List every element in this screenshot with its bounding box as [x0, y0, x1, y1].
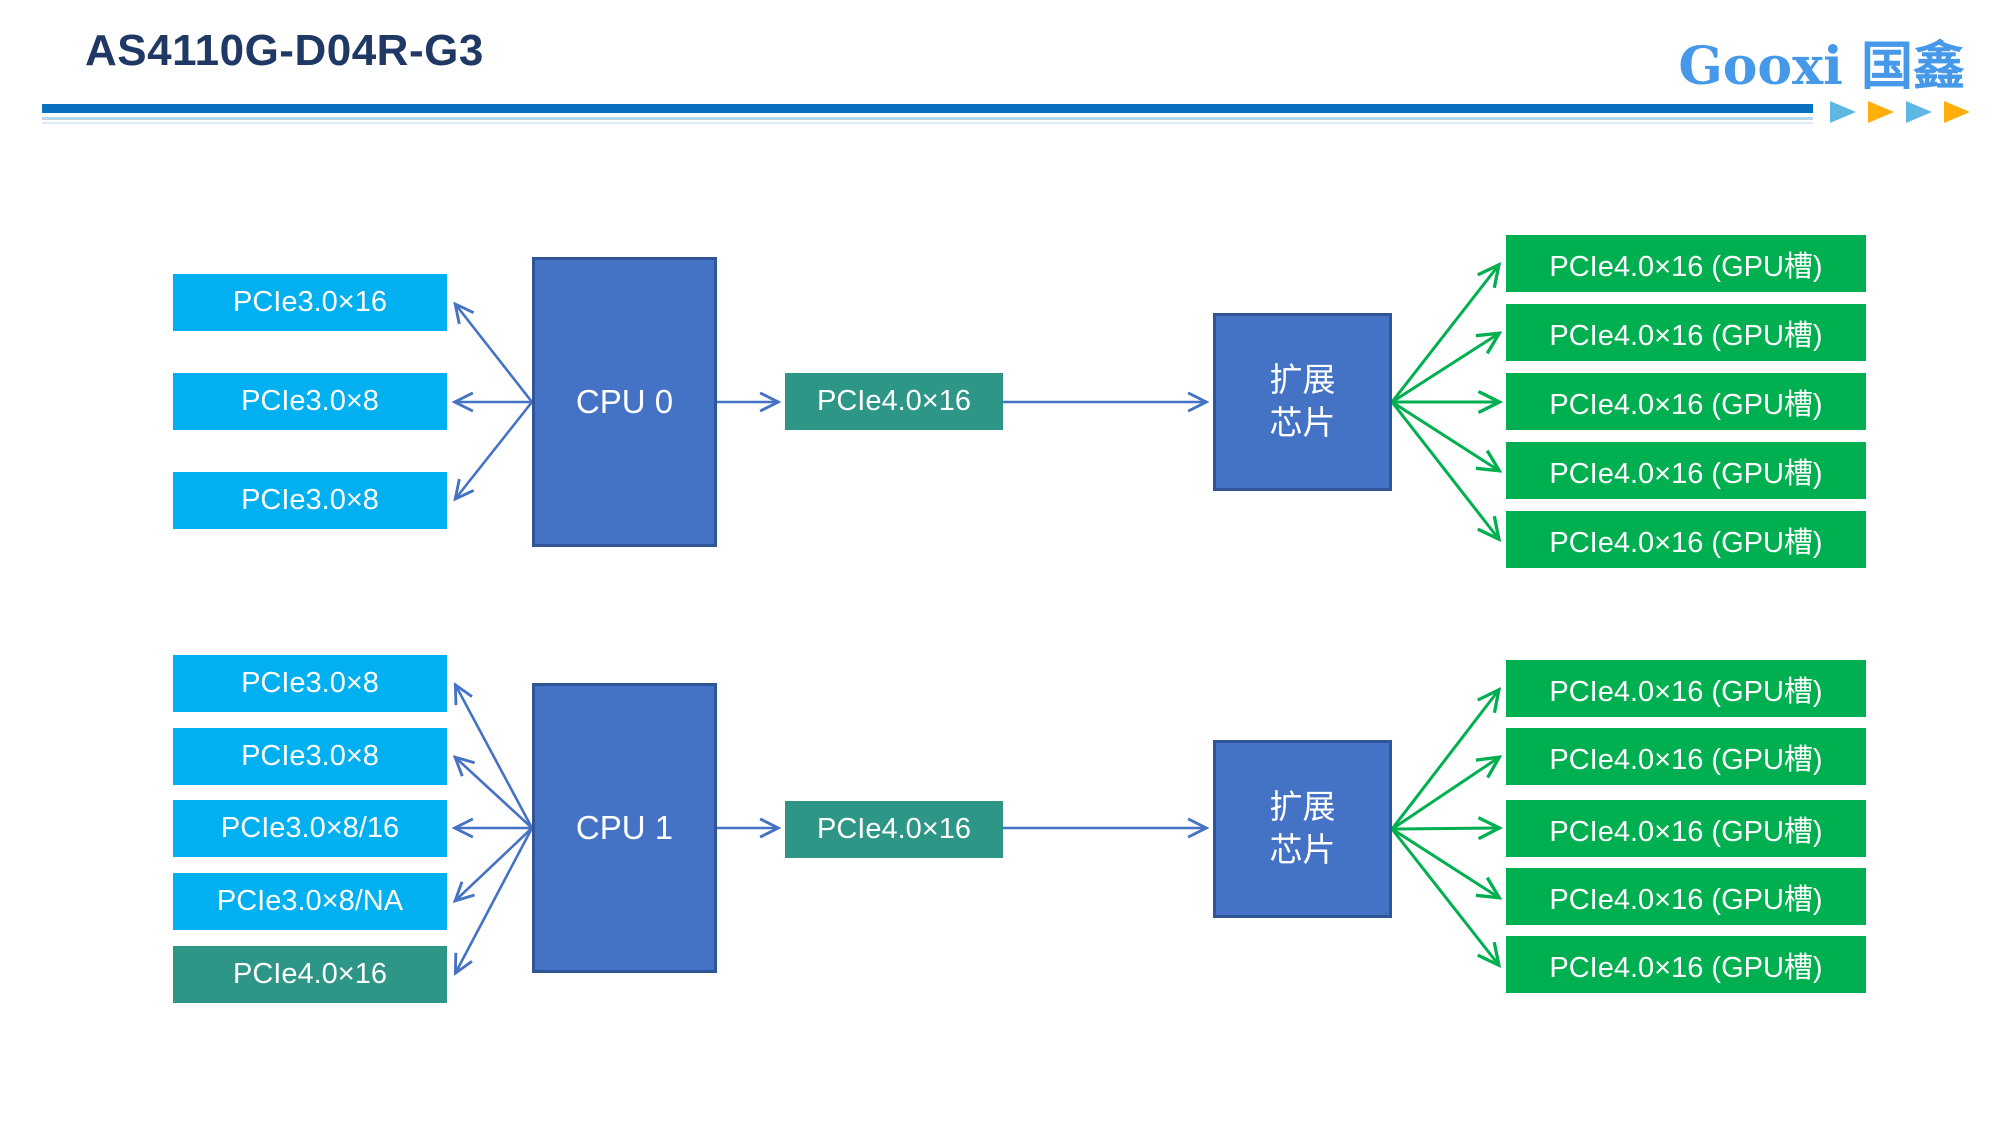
- cpu1-gpu-slot-3: PCIe4.0×16 (GPU槽): [1506, 868, 1866, 925]
- cpu1-gpu-slot-2: PCIe4.0×16 (GPU槽): [1506, 800, 1866, 857]
- cpu1-box: CPU 1: [532, 683, 717, 973]
- cpu0-gpu-slot-3: PCIe4.0×16 (GPU槽): [1506, 442, 1866, 499]
- triangle-right-icon: [1906, 101, 1932, 123]
- expander-label-line2: 芯片: [1269, 831, 1336, 868]
- brand-logo: Gooxi 国鑫: [1645, 24, 1965, 99]
- cpu0-slot-0: PCIe3.0×16: [173, 274, 447, 331]
- cpu0-expander-box: 扩展 芯片: [1213, 313, 1392, 491]
- triangle-right-icon: [1830, 101, 1856, 123]
- cpu1-slot-2: PCIe3.0×8/16: [173, 800, 447, 857]
- cpu1-gpu-slot-4: PCIe4.0×16 (GPU槽): [1506, 936, 1866, 993]
- divider-line-faint: [42, 122, 1813, 124]
- cpu0-gpu-slot-4: PCIe4.0×16 (GPU槽): [1506, 511, 1866, 568]
- cpu0-gpu-slot-1: PCIe4.0×16 (GPU槽): [1506, 304, 1866, 361]
- divider-bar: [42, 104, 1813, 113]
- cpu1-slot-0: PCIe3.0×8: [173, 655, 447, 712]
- cpu1-gpu-slot-0: PCIe4.0×16 (GPU槽): [1506, 660, 1866, 717]
- cpu1-slot-4: PCIe4.0×16: [173, 946, 447, 1003]
- cpu0-gpu-slot-2: PCIe4.0×16 (GPU槽): [1506, 373, 1866, 430]
- cpu1-expander-box: 扩展 芯片: [1213, 740, 1392, 918]
- cpu1-link-box: PCIe4.0×16: [785, 801, 1003, 858]
- cpu0-box: CPU 0: [532, 257, 717, 547]
- page-title: AS4110G-D04R-G3: [85, 26, 484, 75]
- expander-label-line1: 扩展: [1269, 361, 1336, 399]
- expander-label-line2: 芯片: [1269, 404, 1336, 441]
- cpu1-gpu-slot-1: PCIe4.0×16 (GPU槽): [1506, 728, 1866, 785]
- logo-en-text: Gooxi: [1678, 36, 1843, 97]
- cpu0-gpu-slot-0: PCIe4.0×16 (GPU槽): [1506, 235, 1866, 292]
- expander-label-line1: 扩展: [1269, 788, 1336, 826]
- cpu0-slot-1: PCIe3.0×8: [173, 373, 447, 430]
- cpu1-slot-1: PCIe3.0×8: [173, 728, 447, 785]
- divider-line-light: [42, 117, 1813, 120]
- cpu0-link-box: PCIe4.0×16: [785, 373, 1003, 430]
- cpu1-slot-3: PCIe3.0×8/NA: [173, 873, 447, 930]
- cpu0-slot-2: PCIe3.0×8: [173, 472, 447, 529]
- triangle-right-icon: [1868, 101, 1894, 123]
- logo-cn-text: 国鑫: [1860, 36, 1965, 97]
- triangle-right-icon: [1944, 101, 1970, 123]
